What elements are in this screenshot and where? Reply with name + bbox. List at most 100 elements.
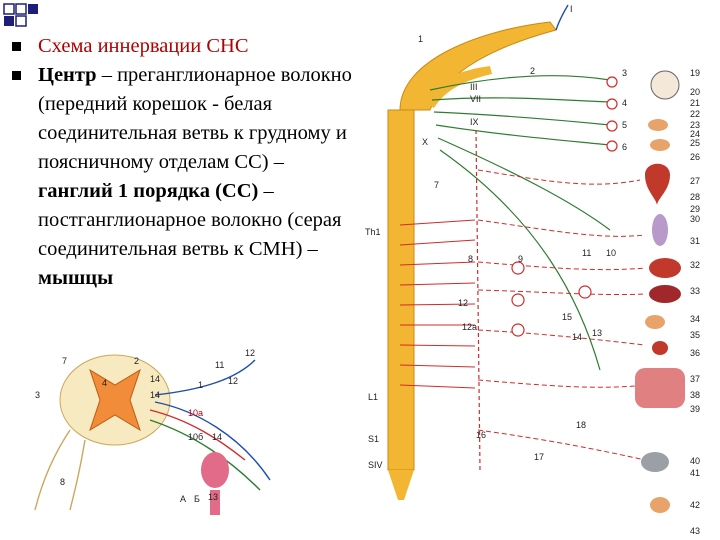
svg-text:19: 19 (690, 68, 700, 78)
spinal-cord-shape (387, 109, 415, 471)
svg-text:30: 30 (690, 214, 700, 224)
svg-text:27: 27 (690, 176, 700, 186)
sympathetic-fibers (477, 169, 646, 461)
svg-text:3: 3 (622, 68, 627, 78)
innervation-scheme-diagram: I III VII IX X Th1 L1 S1 SIV 1 2 7 3 4 5… (365, 4, 700, 536)
slide-text-block: Схема иннервации СНС Центр – преганглион… (10, 32, 355, 293)
svg-text:Б: Б (194, 494, 200, 504)
gray-matter-shape (89, 368, 141, 432)
left-number-2: 2 (530, 66, 535, 76)
midbrain-shape (422, 66, 492, 108)
label-siv: SIV (368, 460, 383, 470)
svg-text:29: 29 (690, 204, 700, 214)
svg-text:12: 12 (458, 298, 468, 308)
gland-organ (648, 119, 668, 131)
liver-organ (649, 285, 681, 303)
nerve-roots (34, 359, 271, 511)
svg-text:6: 6 (622, 142, 627, 152)
blue-fiber (555, 4, 569, 31)
organ-number-labels: 19 20 21 22 23 24 25 26 27 28 29 30 31 3… (690, 68, 700, 536)
gland-organ-2 (650, 139, 670, 151)
bullet-description: Центр – преганглионарное волокно (передн… (10, 61, 355, 293)
svg-text:42: 42 (690, 500, 700, 510)
svg-text:33: 33 (690, 286, 700, 296)
label-s1: S1 (368, 434, 379, 444)
svg-text:38: 38 (690, 390, 700, 400)
bullet-square-icon (12, 42, 21, 51)
spinal-cross-section-diagram: 7 2 4 14 14 3 8 11 12 12 1 10а 10б 14 13… (30, 340, 280, 515)
svg-text:4: 4 (622, 98, 627, 108)
svg-text:17: 17 (534, 452, 544, 462)
svg-text:14: 14 (572, 332, 582, 342)
svg-text:А: А (180, 494, 186, 504)
cauda-equina-shape (388, 470, 414, 500)
label-l1: L1 (368, 392, 378, 402)
left-number-1: 1 (418, 34, 423, 44)
svg-text:10а: 10а (188, 408, 203, 418)
label-vii: VII (470, 94, 481, 104)
svg-text:16: 16 (476, 430, 486, 440)
svg-text:9: 9 (518, 254, 523, 264)
left-number-7: 7 (434, 180, 439, 190)
label-ix: IX (470, 117, 479, 127)
ganglia (511, 76, 618, 337)
svg-text:11: 11 (582, 248, 591, 258)
svg-text:35: 35 (690, 330, 700, 340)
svg-text:22: 22 (690, 109, 700, 119)
eye-organ (650, 70, 680, 100)
svg-text:8: 8 (60, 477, 65, 487)
svg-text:14: 14 (212, 432, 222, 442)
svg-text:10б: 10б (188, 432, 203, 442)
label-th1: Th1 (365, 227, 381, 237)
corner-squares-decoration (3, 3, 38, 27)
svg-text:25: 25 (690, 138, 700, 148)
svg-text:28: 28 (690, 192, 700, 202)
svg-text:2: 2 (134, 356, 139, 366)
svg-text:18: 18 (576, 420, 586, 430)
heart-organ (645, 163, 670, 205)
stomach-organ (649, 258, 681, 278)
desc-preganglionic: – преганглионарное волокно (передний кор… (38, 64, 352, 173)
svg-text:11: 11 (215, 360, 224, 370)
svg-text:13: 13 (208, 492, 218, 502)
svg-text:15: 15 (562, 312, 572, 322)
svg-text:32: 32 (690, 260, 700, 270)
sympathetic-trunk-line (475, 129, 481, 471)
label-x: X (422, 137, 428, 147)
organs (635, 70, 685, 513)
term-ganglion: ганглий 1 порядка (СС) (38, 180, 259, 202)
svg-text:20: 20 (690, 87, 700, 97)
cranial-fibers (429, 75, 611, 371)
svg-text:7: 7 (62, 356, 67, 366)
svg-text:12: 12 (228, 376, 238, 386)
desc-postganglionic: – постганглионарное волокно (серая соеди… (38, 180, 342, 260)
bullet-title: Схема иннервации СНС (10, 32, 355, 61)
svg-text:3: 3 (35, 390, 40, 400)
cross-section-labels: 7 2 4 14 14 3 8 11 12 12 1 10а 10б 14 13… (35, 348, 255, 504)
svg-text:40: 40 (690, 456, 700, 466)
bullet-square-icon (12, 71, 21, 80)
svg-text:10: 10 (606, 248, 616, 258)
svg-text:21: 21 (690, 98, 700, 108)
label-iii: III (470, 82, 478, 92)
svg-text:4: 4 (102, 378, 107, 388)
svg-text:8: 8 (468, 254, 473, 264)
svg-text:5: 5 (622, 120, 627, 130)
segmental-rami (399, 219, 476, 389)
svg-text:12: 12 (245, 348, 255, 358)
adrenal-organ (652, 341, 668, 355)
label-i: I (570, 4, 573, 14)
svg-text:1: 1 (198, 380, 203, 390)
trunk-segment-shape (210, 490, 220, 515)
svg-text:37: 37 (690, 374, 700, 384)
svg-text:14: 14 (150, 390, 160, 400)
svg-text:14: 14 (150, 374, 160, 384)
middle-number-labels: 3 4 5 6 8 9 10 11 12 12а 13 14 15 16 17 … (458, 68, 627, 462)
svg-text:36: 36 (690, 348, 700, 358)
genital-organ (650, 497, 670, 513)
svg-text:41: 41 (690, 468, 700, 478)
term-center: Центр (38, 64, 97, 86)
svg-text:31: 31 (690, 236, 700, 246)
svg-text:43: 43 (690, 526, 700, 536)
svg-text:39: 39 (690, 404, 700, 414)
